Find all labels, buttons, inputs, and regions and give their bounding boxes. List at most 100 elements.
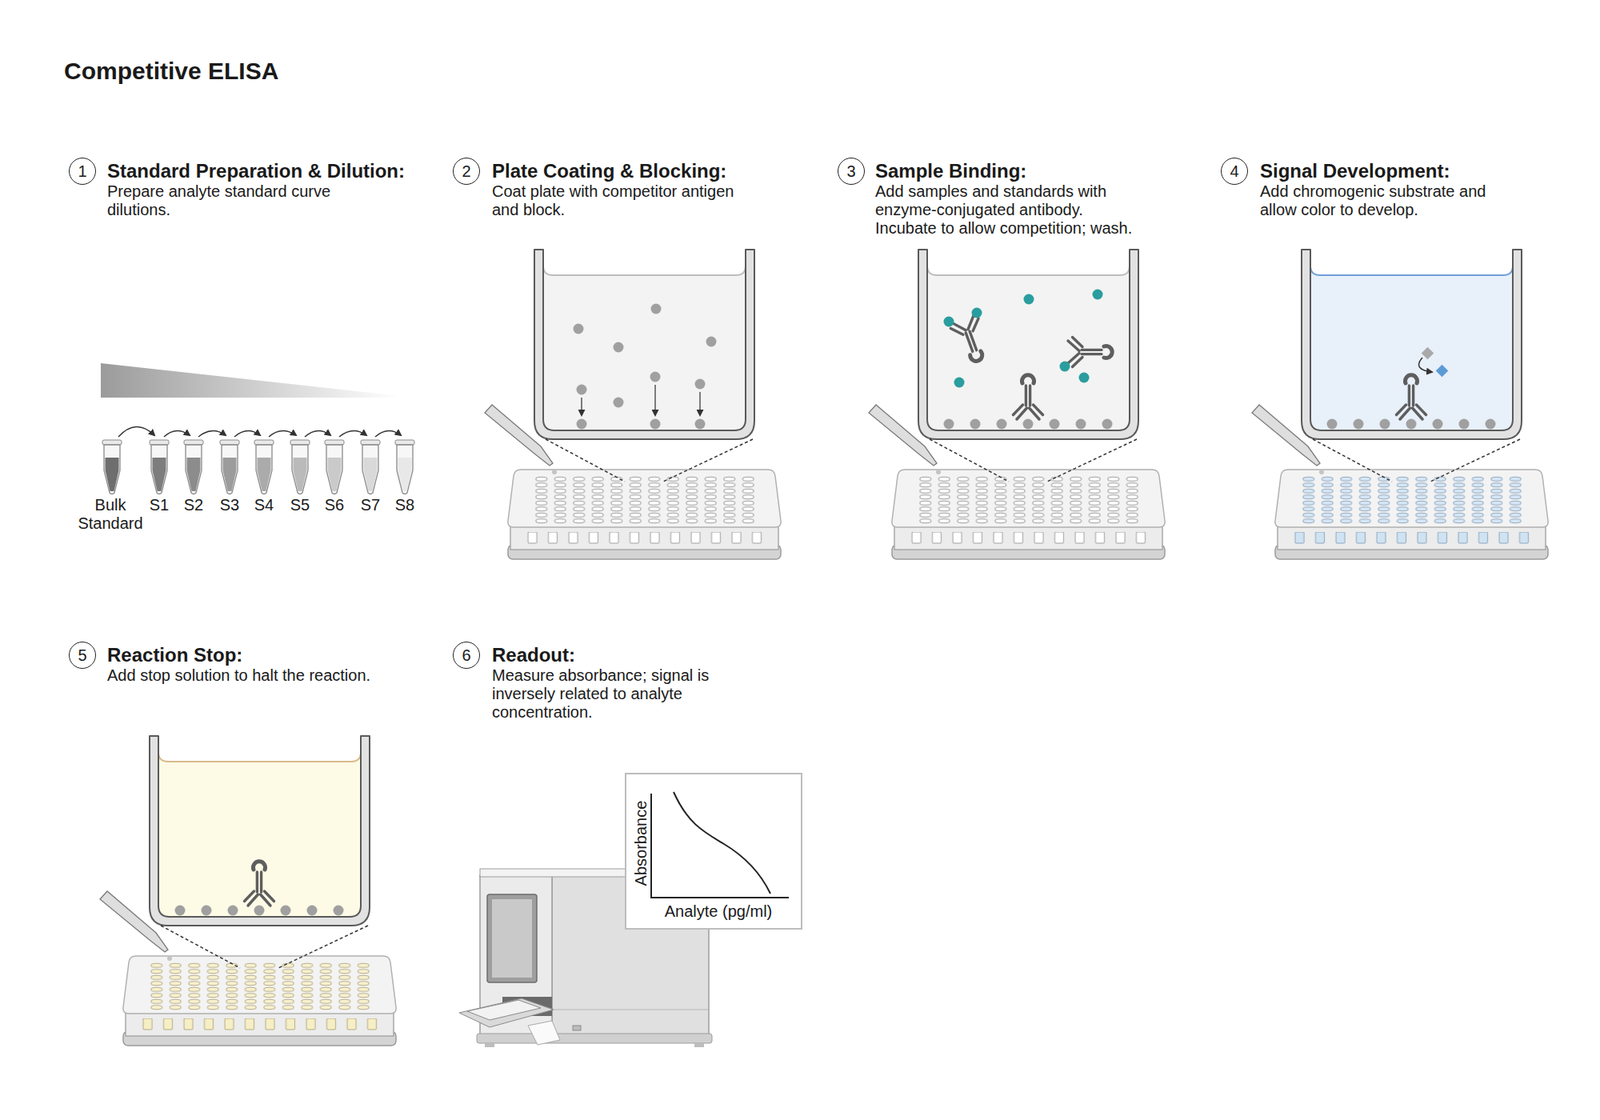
dilution-series-part — [293, 457, 308, 492]
dilution-series-part-part — [339, 430, 367, 437]
coating-illustration-part-part-part — [695, 379, 706, 390]
axis-label: Absorbance — [632, 800, 650, 887]
step-number: 3 — [846, 163, 856, 180]
binding-illustration-part-part-part — [972, 308, 983, 319]
step-heading: Signal Development: — [1260, 160, 1450, 183]
step-number-circle: 3 — [837, 157, 865, 185]
step-description: Add chromogenic substrate and allow colo… — [1260, 182, 1516, 220]
dilution-series-part — [223, 457, 237, 492]
plot-frame: AbsorbanceAnalyte (pg/ml) — [624, 772, 803, 930]
binding-illustration-part-part — [948, 314, 992, 367]
development-illustration-part — [1252, 404, 1324, 475]
step-number: 1 — [77, 163, 87, 180]
stop-illustration-part-part — [175, 905, 344, 916]
coating-illustration-part-part-part — [706, 336, 717, 348]
step-number-circle: 6 — [452, 641, 480, 669]
plate-reader-part — [467, 1000, 541, 1020]
binding-illustration-part-part — [1013, 375, 1044, 420]
tube-label: S7 — [354, 496, 387, 515]
development-illustration — [1252, 249, 1548, 560]
dilution-series-part — [220, 440, 240, 495]
coating-illustration-part-part-part — [573, 324, 584, 335]
stop-illustration-part-part — [244, 861, 275, 906]
development-illustration-part-part — [1289, 530, 1535, 545]
plate-reader-part — [492, 899, 532, 978]
step-heading: Sample Binding: — [875, 160, 1027, 183]
dilution-series-part — [328, 457, 342, 492]
coating-illustration-part-part-part — [613, 397, 624, 408]
tube-label: S4 — [248, 496, 280, 515]
binding-illustration-part — [868, 404, 941, 475]
dilution-series-part — [152, 457, 167, 492]
plate-reader-part — [459, 998, 554, 1028]
development-illustration-part-part — [1419, 357, 1432, 372]
binding-illustration-part-part — [927, 267, 1130, 276]
dilution-series-part — [364, 457, 378, 492]
step-number: 5 — [77, 647, 87, 664]
coating-illustration-part-part-part — [650, 372, 661, 383]
stop-illustration-part-part — [158, 753, 361, 917]
tube-label: Bulk Standard — [66, 496, 155, 533]
binding-illustration-part-part — [892, 469, 1165, 560]
step-description: Coat plate with competitor antigen and b… — [492, 182, 760, 220]
coating-illustration-part-part — [543, 267, 746, 431]
dilution-series-part — [184, 440, 204, 495]
standard-curve-plot — [624, 772, 803, 930]
dilution-series-part-part — [164, 430, 190, 437]
tube-label: S2 — [177, 496, 210, 515]
dilution-series-part — [398, 457, 412, 492]
binding-illustration-part-part — [944, 419, 1113, 430]
development-illustration-part — [1301, 249, 1522, 440]
dilution-series-part-part — [234, 430, 260, 437]
development-illustration-part-part — [1396, 375, 1427, 420]
dilution-series-part — [395, 440, 415, 495]
stop-illustration-part-part — [147, 962, 373, 1011]
binding-illustration-part-part — [906, 530, 1152, 545]
dilution-series-part — [149, 440, 169, 495]
development-illustration-part-part — [1275, 469, 1548, 560]
coating-illustration-part-part-part — [580, 397, 583, 416]
plate-reader-part — [476, 1033, 712, 1044]
step-heading: Standard Preparation & Dilution: — [107, 160, 405, 183]
binding-illustration-part-part — [944, 289, 1104, 388]
dilution-series-part-part — [304, 430, 331, 437]
coating-illustration-part-part — [581, 384, 700, 416]
coating-illustration-part-part-part — [613, 342, 624, 353]
dilution-series-part — [324, 440, 344, 495]
step-number-circle: 2 — [452, 157, 480, 185]
dilution-series-part-part — [268, 430, 296, 437]
dilution-series-part-part — [375, 430, 401, 437]
coating-illustration-part-part-part — [651, 304, 662, 315]
binding-illustration-part-part-part — [1024, 294, 1035, 305]
coating-illustration-part-part — [508, 469, 781, 560]
step-heading: Plate Coating & Blocking: — [492, 160, 727, 183]
dilution-series-part-part — [118, 426, 155, 437]
dilution-series-part — [290, 440, 310, 495]
step-heading: Reaction Stop: — [107, 644, 243, 667]
coating-illustration-part-part — [534, 249, 755, 440]
plate-reader-part — [484, 1043, 495, 1048]
plate-reader-part — [572, 1025, 581, 1031]
dilution-series — [100, 363, 415, 495]
stop-illustration-part-part — [158, 753, 361, 762]
coating-illustration-part-part-part — [650, 419, 661, 430]
binding-illustration-part-part — [1068, 337, 1112, 368]
coating-illustration-part-part-part — [695, 419, 706, 430]
binding-illustration-part-part-part — [954, 377, 965, 388]
coating-illustration-part-part — [522, 530, 768, 545]
coating-illustration-part-part-part — [699, 392, 701, 416]
stop-illustration-part — [160, 925, 368, 968]
stop-illustration-part-part — [149, 736, 370, 926]
development-illustration-part-part — [1301, 249, 1522, 440]
stop-illustration-part — [123, 956, 396, 1046]
plate-reader-part — [694, 1043, 704, 1048]
standard-curve-plot-part — [624, 772, 803, 930]
development-illustration-part-part — [1327, 419, 1496, 430]
standard-curve-plot-part — [673, 792, 771, 894]
development-illustration-part-part — [1299, 476, 1525, 524]
binding-illustration-part-part — [916, 476, 1142, 524]
plate-reader-part — [552, 1009, 709, 1011]
coating-illustration-part — [508, 469, 781, 560]
dilution-series-part — [187, 457, 201, 492]
step-description: Add samples and standards with enzyme-co… — [875, 182, 1143, 238]
